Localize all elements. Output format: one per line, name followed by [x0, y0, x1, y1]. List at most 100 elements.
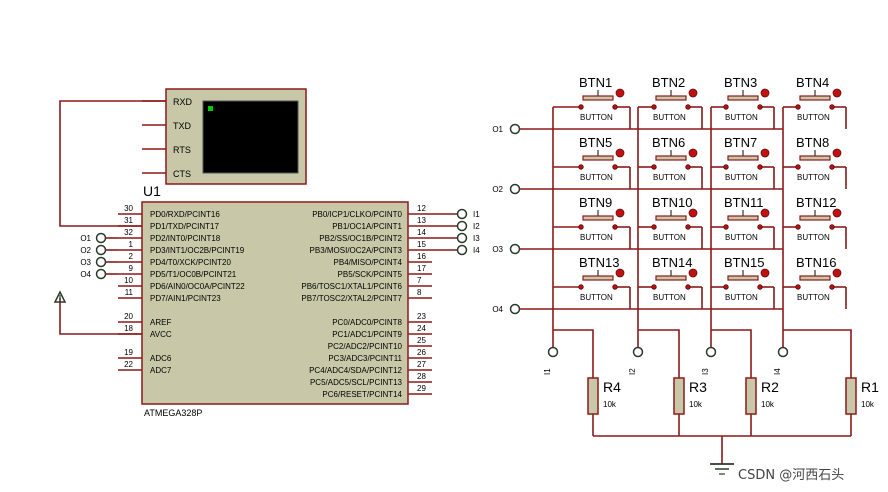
port-terminal[interactable]: [456, 208, 468, 220]
virtual-terminal[interactable]: RXD TXD RTS CTS: [142, 88, 307, 185]
mcu-pin-number: 13: [417, 216, 426, 225]
mcu-pin-name: PB0/ICP1/CLKO/PCINT0: [312, 210, 402, 219]
column-terminal[interactable]: [777, 346, 789, 358]
port-terminal[interactable]: [456, 232, 468, 244]
row-terminal[interactable]: [509, 123, 521, 135]
keypad-matrix-wires: [520, 107, 784, 350]
port-terminal[interactable]: [456, 244, 468, 256]
terminal-pin-rxd: RXD: [173, 97, 193, 107]
port-terminal[interactable]: [95, 268, 107, 280]
mcu-pin-number: 15: [417, 240, 426, 249]
button-type: BUTTON: [797, 293, 830, 302]
mcu-pin-number: 17: [417, 264, 426, 273]
button-label: BTN14: [652, 255, 692, 270]
mcu-pin-name: PB4/MISO/PCINT4: [334, 258, 403, 267]
atmega328p-chip[interactable]: U1 ATMEGA328P 30PD0/RXD/PCINT1631PD1/TXD…: [118, 183, 432, 418]
button-indicator: [615, 148, 625, 158]
port-terminal[interactable]: [95, 232, 107, 244]
port-terminal[interactable]: [456, 220, 468, 232]
mcu-pin-number: 22: [124, 360, 133, 369]
port-terminal[interactable]: [95, 256, 107, 268]
keypad-buttons: BTN1BUTTONBTN2BUTTONBTN3BUTTONBTN4BUTTON…: [553, 75, 847, 309]
mcu-pin-name: PD0/RXD/PCINT16: [150, 210, 220, 219]
button-actuator: [655, 215, 687, 221]
mcu-pin-name: ADC6: [150, 354, 172, 363]
column-terminal-label: I2: [628, 368, 637, 375]
button-indicator: [615, 268, 625, 278]
button-indicator: [760, 268, 770, 278]
mcu-pin-name: PB6/TOSC1/XTAL1/PCINT6: [301, 282, 402, 291]
column-terminal[interactable]: [705, 346, 717, 358]
button-type: BUTTON: [725, 233, 758, 242]
column-terminal[interactable]: [632, 346, 644, 358]
mcu-pin-number: 8: [417, 288, 422, 297]
resistor-body: [845, 377, 857, 415]
button-type: BUTTON: [653, 233, 686, 242]
mcu-pin-number: 28: [417, 372, 426, 381]
port-terminal-label: O4: [80, 270, 91, 279]
mcu-pin-name: PC1/ADC1/PCINT9: [332, 330, 402, 339]
row-terminal[interactable]: [509, 243, 521, 255]
button-label: BTN1: [579, 75, 612, 90]
mcu-pin-name: PC3/ADC3/PCINT11: [328, 354, 402, 363]
button-actuator: [582, 95, 614, 101]
port-terminal[interactable]: [95, 244, 107, 256]
button-type: BUTTON: [653, 113, 686, 122]
mcu-pin-name: PD3/INT1/OC2B/PCINT19: [150, 246, 245, 255]
row-terminal[interactable]: [509, 303, 521, 315]
row-terminal-label: O1: [492, 125, 503, 134]
mcu-pin-name: PD2/INT0/PCINT18: [150, 234, 221, 243]
button-label: BTN8: [796, 135, 829, 150]
mcu-pin-number: 14: [417, 228, 426, 237]
resistor-ref: R2: [761, 379, 779, 395]
mcu-pin-number: 16: [417, 252, 426, 261]
button-label: BTN13: [579, 255, 619, 270]
mcu-pin-number: 1: [129, 240, 134, 249]
button-actuator: [727, 275, 759, 281]
mcu-pin-number: 27: [417, 360, 426, 369]
column-terminal-label: I3: [701, 368, 710, 375]
button-type: BUTTON: [580, 233, 613, 242]
button-label: BTN10: [652, 195, 692, 210]
mcu-pin-name: PB1/OC1A/PCINT1: [332, 222, 402, 231]
button-label: BTN9: [579, 195, 612, 210]
resistor-body: [673, 377, 685, 415]
terminal-cursor: [208, 106, 213, 111]
column-terminal[interactable]: [547, 346, 559, 358]
button-indicator: [760, 88, 770, 98]
button-actuator: [799, 215, 831, 221]
mcu-pin-number: 10: [124, 276, 133, 285]
button-indicator: [760, 208, 770, 218]
button-actuator: [582, 155, 614, 161]
row-terminal[interactable]: [509, 183, 521, 195]
mcu-pin-name: PB3/MOSI/OC2A/PCINT3: [310, 246, 403, 255]
button-indicator: [832, 148, 842, 158]
button-actuator: [799, 275, 831, 281]
button-actuator: [655, 275, 687, 281]
resistor-value: 10k: [603, 400, 617, 409]
